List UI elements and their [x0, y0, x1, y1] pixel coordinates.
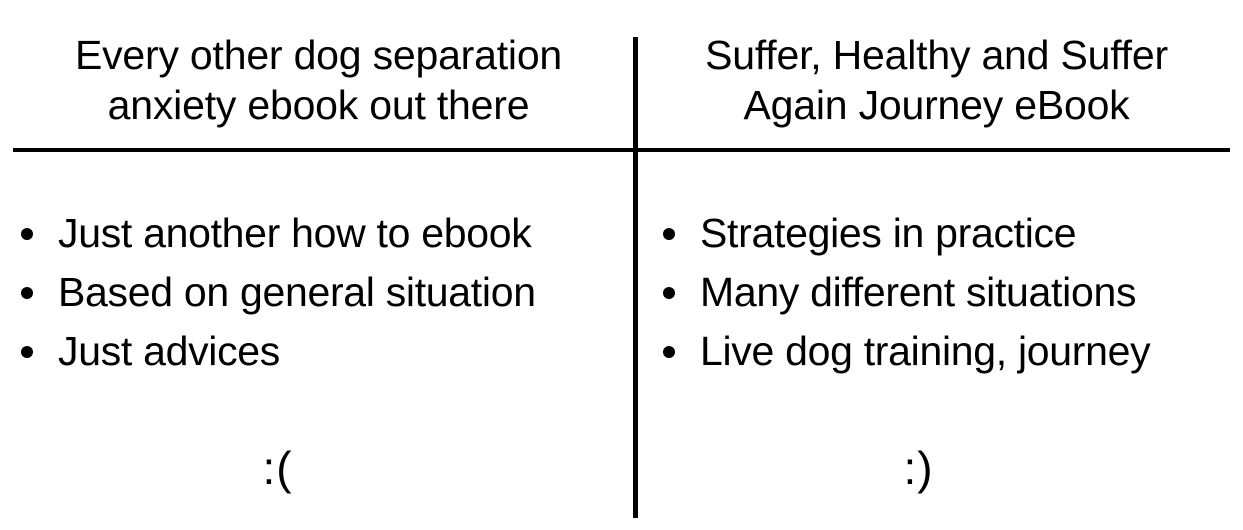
- bullet-dot-icon: [663, 287, 675, 299]
- bullet-dot-icon: [21, 228, 33, 240]
- list-item-label: Live dog training, journey: [700, 328, 1151, 374]
- column-vertical-divider: [633, 37, 638, 518]
- list-item: Just another how to ebook: [18, 204, 633, 263]
- bullet-dot-icon: [663, 346, 675, 358]
- list-item-label: Just another how to ebook: [58, 210, 532, 256]
- list-item: Based on general situation: [18, 263, 633, 322]
- list-item-label: Strategies in practice: [700, 210, 1077, 256]
- column-right-header: Suffer, Healthy and Suffer Again Journey…: [705, 32, 1168, 128]
- header-horizontal-divider: [13, 148, 1230, 152]
- column-right-bullet-list: Strategies in practice Many different si…: [638, 204, 1243, 381]
- happy-face-emoticon: :): [903, 442, 934, 494]
- list-item-label: Just advices: [58, 328, 281, 374]
- column-left: Every other dog separation anxiety ebook…: [0, 32, 633, 494]
- list-item-label: Many different situations: [700, 269, 1137, 315]
- bullet-dot-icon: [21, 287, 33, 299]
- list-item: Strategies in practice: [660, 204, 1243, 263]
- list-item-label: Based on general situation: [58, 269, 536, 315]
- list-item: Just advices: [18, 322, 633, 381]
- column-left-header: Every other dog separation anxiety ebook…: [74, 32, 563, 128]
- list-item: Live dog training, journey: [660, 322, 1243, 381]
- sad-face-emoticon: :(: [262, 442, 293, 494]
- bullet-dot-icon: [21, 346, 33, 358]
- bullet-dot-icon: [663, 228, 675, 240]
- column-right: Suffer, Healthy and Suffer Again Journey…: [638, 0, 1243, 530]
- column-left-bullet-list: Just another how to ebook Based on gener…: [0, 204, 633, 381]
- list-item: Many different situations: [660, 263, 1243, 322]
